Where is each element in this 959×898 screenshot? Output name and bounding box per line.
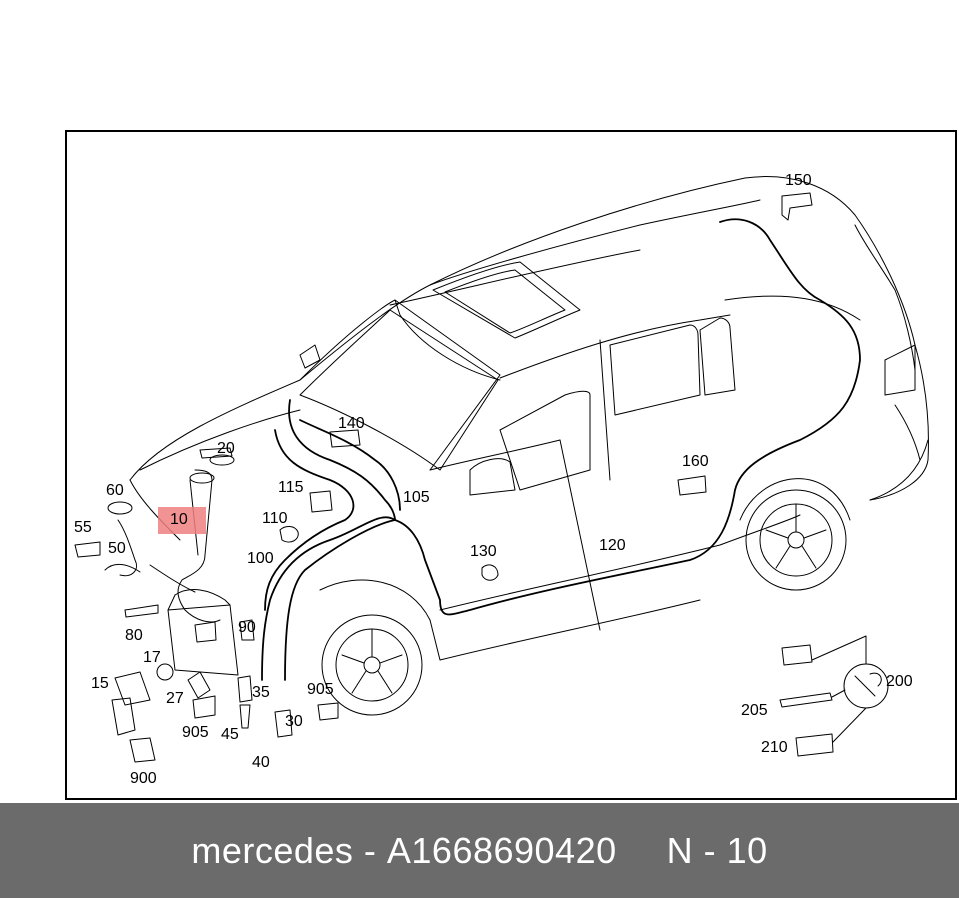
footer-separator: - — [353, 829, 387, 871]
label-45[interactable]: 45 — [221, 726, 239, 743]
label-150[interactable]: 150 — [785, 172, 812, 189]
front-wheel — [319, 579, 431, 716]
label-200[interactable]: 200 — [886, 673, 913, 690]
footer-caption: mercedes - A1668690420 N - 10 — [0, 803, 959, 898]
label-30[interactable]: 30 — [285, 713, 303, 730]
footer-brand: mercedes — [191, 829, 354, 871]
label-20[interactable]: 20 — [217, 440, 235, 457]
label-115[interactable]: 115 — [278, 479, 304, 496]
label-130[interactable]: 130 — [470, 543, 497, 560]
label-100[interactable]: 100 — [247, 550, 274, 567]
label-905-right[interactable]: 905 — [307, 681, 334, 698]
label-10[interactable]: 10 — [170, 511, 188, 528]
label-50[interactable]: 50 — [108, 540, 126, 557]
label-205[interactable]: 205 — [741, 702, 768, 719]
label-160[interactable]: 160 — [682, 453, 709, 470]
rear-wheel — [739, 478, 851, 591]
footer-position: N - 10 — [666, 829, 768, 871]
highlighted-part-10 — [158, 507, 206, 534]
label-27[interactable]: 27 — [166, 690, 184, 707]
label-900[interactable]: 900 — [130, 770, 157, 787]
label-17[interactable]: 17 — [143, 649, 161, 666]
label-80[interactable]: 80 — [125, 627, 143, 644]
footer-part-number: A1668690420 — [386, 829, 617, 871]
label-90[interactable]: 90 — [238, 619, 256, 636]
label-210[interactable]: 210 — [761, 739, 788, 756]
label-55[interactable]: 55 — [74, 519, 92, 536]
label-120[interactable]: 120 — [599, 537, 626, 554]
label-140[interactable]: 140 — [338, 415, 365, 432]
parts-diagram — [74, 176, 929, 763]
label-35[interactable]: 35 — [252, 684, 270, 701]
label-110[interactable]: 110 — [262, 510, 288, 527]
washer-hose-harness — [261, 218, 861, 681]
label-40[interactable]: 40 — [252, 754, 270, 771]
car-body-outline — [129, 176, 929, 661]
tool-set — [779, 635, 889, 757]
label-105[interactable]: 105 — [403, 489, 430, 506]
label-15[interactable]: 15 — [91, 675, 109, 692]
footer-bar: mercedes - A1668690420 N - 10 — [0, 803, 959, 898]
washer-reservoir — [149, 469, 239, 676]
small-parts — [74, 192, 813, 763]
label-60[interactable]: 60 — [106, 482, 124, 499]
label-905-left[interactable]: 905 — [182, 724, 209, 741]
